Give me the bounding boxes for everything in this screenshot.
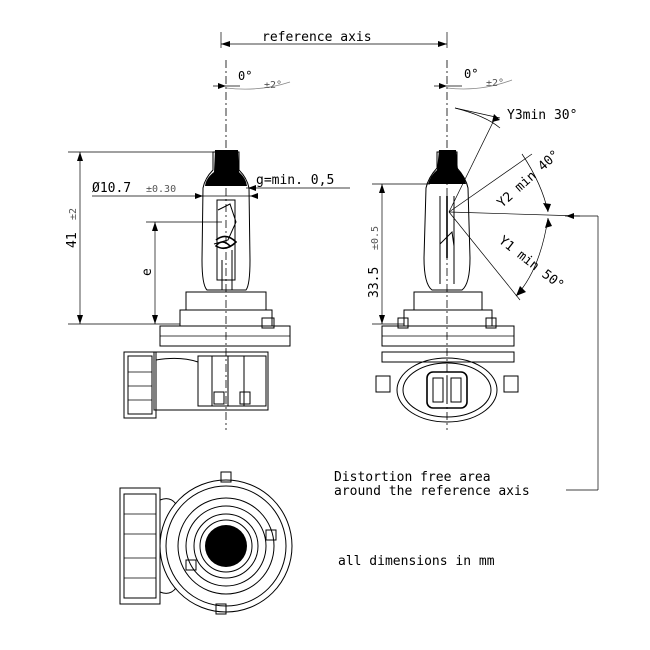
left-angle-zero: 0°: [238, 69, 252, 83]
diameter-tol: ±0.30: [146, 184, 176, 195]
diameter-dimension: Ø10.7 ±0.30: [92, 181, 258, 199]
distortion-note-line2: around the reference axis: [334, 484, 530, 499]
left-angle-marker: 0° ±2°: [213, 69, 291, 91]
height-41-tol: ±2: [68, 208, 79, 220]
left-bulb-view: 0° ±2°: [65, 60, 350, 430]
height-41-dimension: 41 ±2: [65, 151, 222, 325]
height-e-label: e: [140, 268, 155, 276]
y1-label: Y1 min 50°: [496, 233, 567, 293]
distortion-note-line1: Distortion free area: [334, 470, 491, 485]
all-dimensions-note: all dimensions in mm: [338, 554, 495, 569]
reference-axis-label: reference axis: [262, 30, 372, 45]
bottom-bulb-view: [119, 471, 293, 615]
y3-label: Y3min 30°: [507, 108, 577, 123]
g-min-dimension: g=min. 0,5: [246, 173, 350, 191]
right-bulb-view: 0° ±2° Y3min 30° Y2 min 40° Y1 min 50°: [367, 60, 599, 491]
right-angle-zero: 0°: [464, 67, 478, 81]
distortion-leader: [565, 213, 599, 491]
height-335-tol: ±0.5: [370, 226, 381, 250]
height-335-label: 33.5: [367, 267, 382, 298]
left-angle-tol: ±2°: [264, 80, 282, 91]
height-e-dimension: e: [140, 221, 222, 324]
height-335-dimension: 33.5 ±0.5: [367, 183, 430, 325]
g-min-label: g=min. 0,5: [256, 173, 334, 188]
height-41-label: 41: [65, 232, 80, 248]
reference-axis-dimension: reference axis: [220, 30, 448, 48]
right-angle-tol: ±2°: [486, 78, 504, 89]
right-angle-marker: 0° ±2°: [434, 67, 513, 90]
y2-label: Y2 min 40°: [495, 147, 563, 211]
diameter-label: Ø10.7: [92, 181, 131, 196]
